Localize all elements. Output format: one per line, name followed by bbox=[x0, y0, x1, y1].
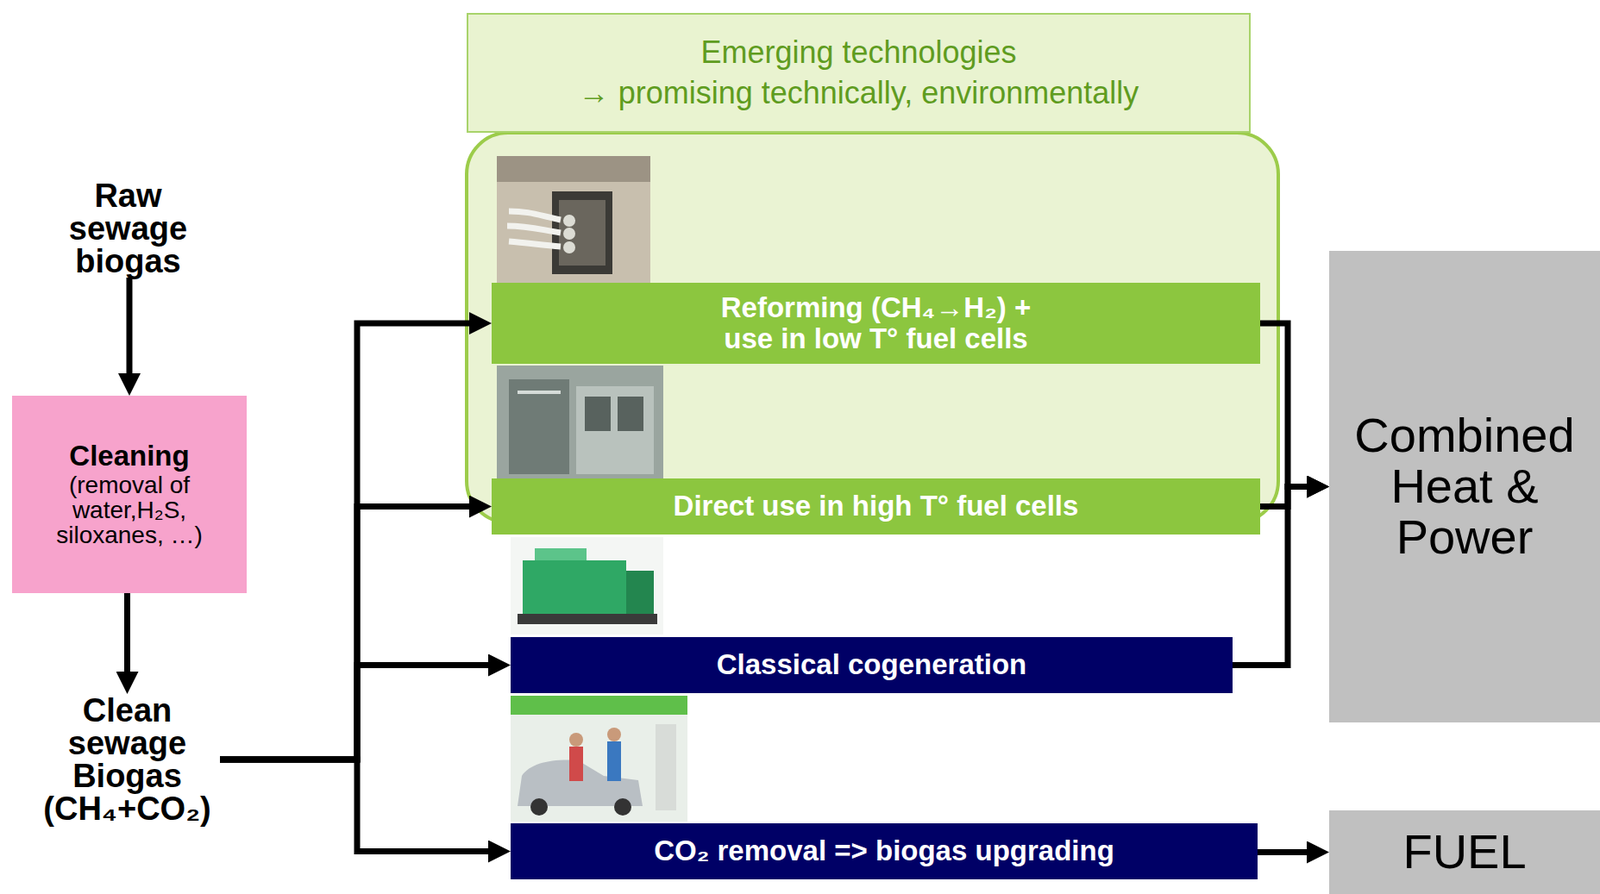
node-label: Reforming (CH₄→H₂) + use in low T° fuel … bbox=[703, 292, 1049, 356]
connector-arrow bbox=[126, 277, 133, 379]
technology-bar: Reforming (CH₄→H₂) + use in low T° fuel … bbox=[491, 282, 1261, 364]
technology-bar: Direct use in high T° fuel cells bbox=[491, 478, 1261, 535]
label-node: Clean sewage Biogas (CH₄+CO₂) bbox=[34, 694, 220, 826]
car-wheel bbox=[614, 798, 632, 816]
node-label: Direct use in high T° fuel cells bbox=[673, 490, 1080, 522]
node-label: Classical cogeneration bbox=[716, 649, 1027, 681]
connector-arrow bbox=[124, 593, 131, 678]
cell-stack bbox=[552, 191, 613, 275]
fuel-station-photo bbox=[510, 696, 688, 822]
fuel-cell-photo bbox=[496, 156, 651, 283]
output-box: Combined Heat & Power bbox=[1329, 250, 1600, 723]
cell-plate bbox=[558, 200, 606, 266]
gas-tubes bbox=[507, 211, 561, 247]
header-box: Emerging technologies→ promising technic… bbox=[466, 12, 1251, 133]
tube-fitting bbox=[563, 227, 576, 240]
tube-fitting bbox=[563, 241, 576, 254]
node-body-text: → promising technically, environmentally bbox=[578, 73, 1140, 114]
plant-module bbox=[576, 386, 654, 475]
connector-arrow bbox=[219, 665, 494, 761]
node-label: CO₂ removal => biogas upgrading bbox=[653, 835, 1115, 867]
node-label: Combined Heat & Power bbox=[1336, 410, 1594, 563]
node-label: Emerging technologies bbox=[700, 32, 1017, 74]
tube-fitting bbox=[563, 214, 576, 227]
node-label: FUEL bbox=[1402, 827, 1526, 879]
node-label: Cleaning bbox=[69, 440, 189, 472]
photo-ground bbox=[510, 537, 664, 635]
photo-ground bbox=[496, 156, 651, 283]
technology-bar: CO₂ removal => biogas upgrading bbox=[510, 823, 1258, 880]
generator bbox=[626, 570, 654, 615]
node-label: Clean sewage Biogas (CH₄+CO₂) bbox=[34, 694, 220, 826]
emerging-region bbox=[466, 132, 1279, 523]
engine-base bbox=[517, 614, 658, 625]
person-head bbox=[569, 733, 584, 747]
fuel-pump bbox=[655, 724, 677, 811]
pipe bbox=[517, 390, 561, 395]
engine-body bbox=[522, 560, 627, 615]
label-node: Raw sewage biogas bbox=[35, 179, 221, 278]
connector-arrow bbox=[219, 759, 494, 853]
plant-panel bbox=[617, 396, 644, 432]
cogeneration-photo bbox=[510, 537, 664, 635]
person-head bbox=[607, 727, 622, 742]
connector-arrow bbox=[1257, 849, 1312, 856]
plant-module bbox=[508, 379, 570, 475]
process-box: Cleaning(removal of water,H₂S, siloxanes… bbox=[12, 395, 247, 594]
node-body-text: (removal of water,H₂S, siloxanes, …) bbox=[20, 472, 239, 549]
technology-bar: Classical cogeneration bbox=[510, 637, 1233, 694]
person-body bbox=[569, 746, 584, 782]
engine-top bbox=[534, 548, 587, 561]
photo-ground bbox=[510, 696, 688, 822]
car-wheel bbox=[530, 798, 548, 816]
photo-shade bbox=[496, 156, 651, 182]
fuel-cell-plant-photo bbox=[496, 365, 664, 479]
output-box: FUEL bbox=[1329, 810, 1600, 894]
connector-arrow bbox=[219, 323, 475, 760]
connector-arrow bbox=[219, 507, 475, 761]
photo-ground bbox=[496, 365, 664, 479]
person-body bbox=[607, 741, 622, 782]
station-roof bbox=[510, 696, 688, 716]
connector-arrow bbox=[1260, 323, 1312, 488]
node-label: Raw sewage biogas bbox=[35, 179, 221, 278]
plant-panel bbox=[584, 396, 611, 432]
